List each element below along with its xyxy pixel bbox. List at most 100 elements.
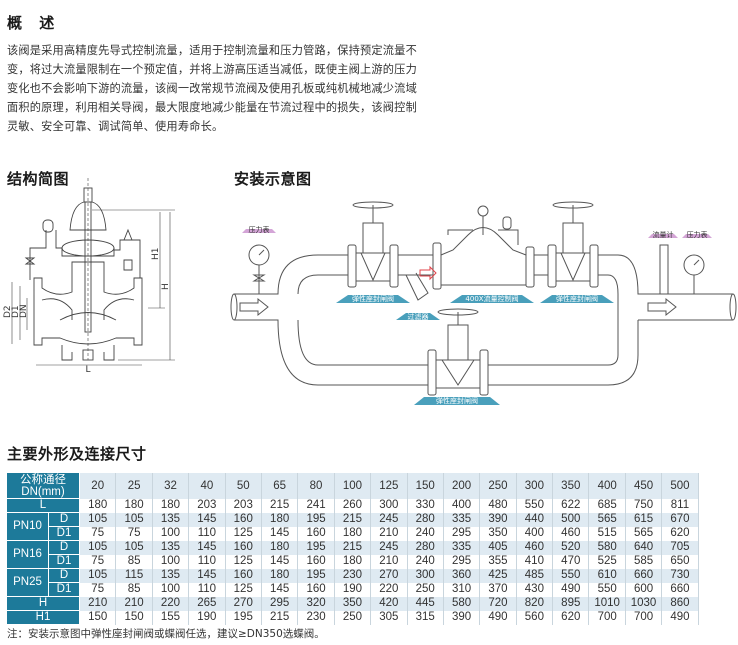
table-cell: 160 [297, 526, 335, 541]
table-cell: 145 [188, 540, 226, 555]
table-cell: 220 [152, 596, 190, 611]
row-group-label: PN16 [6, 540, 49, 569]
table-cell: 640 [625, 540, 663, 555]
table-cell: 145 [261, 582, 299, 597]
header-dn-cell: 200 [443, 472, 481, 499]
table-cell: 105 [79, 512, 117, 527]
table-cell: 580 [443, 596, 481, 611]
table-cell: 305 [370, 610, 408, 625]
table-cell: 135 [152, 512, 190, 527]
table-cell: 100 [152, 554, 190, 569]
table-cell: 85 [115, 582, 153, 597]
table-cell: 245 [370, 540, 408, 555]
table-cell: 820 [516, 596, 554, 611]
table-cell: 203 [225, 498, 262, 513]
table-cell: 470 [552, 554, 590, 569]
row-label: D [48, 568, 80, 583]
table-cell: 160 [225, 540, 262, 555]
table-cell: 300 [370, 498, 408, 513]
table-cell: 203 [188, 498, 226, 513]
table-cell: 670 [661, 512, 699, 527]
table-cell: 750 [625, 498, 663, 513]
table-cell: 622 [552, 498, 590, 513]
table-cell: 280 [407, 540, 444, 555]
table-cell: 270 [370, 568, 408, 583]
header-dn-cell: 32 [152, 472, 190, 499]
table-cell: 390 [479, 512, 517, 527]
table-cell: 100 [152, 582, 190, 597]
table-cell: 100 [152, 526, 190, 541]
table-cell: 585 [625, 554, 663, 569]
table-cell: 620 [552, 610, 590, 625]
table-cell: 811 [661, 498, 699, 513]
table-cell: 430 [516, 582, 554, 597]
dim-label-DN: DN [19, 304, 29, 318]
header-dn-cell: 65 [261, 472, 299, 499]
label-gate-valve-2: 弹性座封闸阀 [556, 294, 598, 303]
header-dn-cell: 450 [625, 472, 663, 499]
table-cell: 485 [516, 568, 554, 583]
row-label: D [48, 540, 80, 555]
label-pressure-gauge-right: 压力表 [687, 230, 708, 239]
table-cell: 180 [261, 540, 299, 555]
table-cell: 660 [625, 568, 663, 583]
table-cell: 440 [516, 512, 554, 527]
table-cell: 330 [407, 498, 444, 513]
header-dn-cell: 80 [297, 472, 335, 499]
header-label-line2: DN(mm) [21, 485, 65, 498]
table-cell: 280 [407, 512, 444, 527]
table-cell: 300 [407, 568, 444, 583]
dim-label-D2: D2 [3, 305, 13, 318]
table-cell: 550 [588, 582, 626, 597]
table-cell: 620 [661, 526, 699, 541]
table-cell: 260 [334, 498, 372, 513]
table-cell: 425 [479, 568, 517, 583]
header-dn-cell: 125 [370, 472, 408, 499]
row-label: D [48, 512, 80, 527]
table-cell: 75 [79, 582, 117, 597]
table-cell: 105 [79, 540, 117, 555]
table-cell: 215 [261, 610, 299, 625]
table-cell: 230 [334, 568, 372, 583]
header-dn-cell: 25 [115, 472, 153, 499]
table-cell: 705 [661, 540, 699, 555]
table-cell: 405 [479, 540, 517, 555]
table-cell: 190 [188, 610, 226, 625]
table-cell: 335 [443, 540, 481, 555]
table-cell: 105 [79, 568, 117, 583]
table-cell: 240 [407, 554, 444, 569]
table-cell: 250 [407, 582, 444, 597]
table-cell: 75 [79, 526, 117, 541]
overview-text: 该阀是采用高精度先导式控制流量，适用于控制流量和压力管路，保持预定流量不变，将过… [7, 44, 417, 133]
table-cell: 125 [225, 526, 262, 541]
table-cell: 500 [552, 512, 590, 527]
table-cell: 460 [552, 526, 590, 541]
table-cell: 105 [115, 540, 153, 555]
label-pressure-gauge-left: 压力表 [249, 225, 270, 234]
table-cell: 490 [552, 582, 590, 597]
table-cell: 400 [443, 498, 481, 513]
table-cell: 610 [588, 568, 626, 583]
table-cell: 160 [225, 568, 262, 583]
row-label: D1 [48, 582, 80, 597]
row-label: H [6, 596, 80, 611]
table-cell: 360 [443, 568, 481, 583]
table-cell: 195 [297, 512, 335, 527]
label-gate-valve-1: 弹性座封闸阀 [352, 294, 394, 303]
table-cell: 350 [334, 596, 372, 611]
header-dn-cell: 50 [225, 472, 262, 499]
table-cell: 115 [115, 568, 153, 583]
table-cell: 335 [443, 512, 481, 527]
table-cell: 160 [297, 554, 335, 569]
table-cell: 110 [188, 526, 226, 541]
table-cell: 110 [188, 582, 226, 597]
dim-label-D1: D1 [11, 305, 21, 318]
table-cell: 490 [661, 610, 699, 625]
dim-label-H: H [161, 283, 171, 290]
